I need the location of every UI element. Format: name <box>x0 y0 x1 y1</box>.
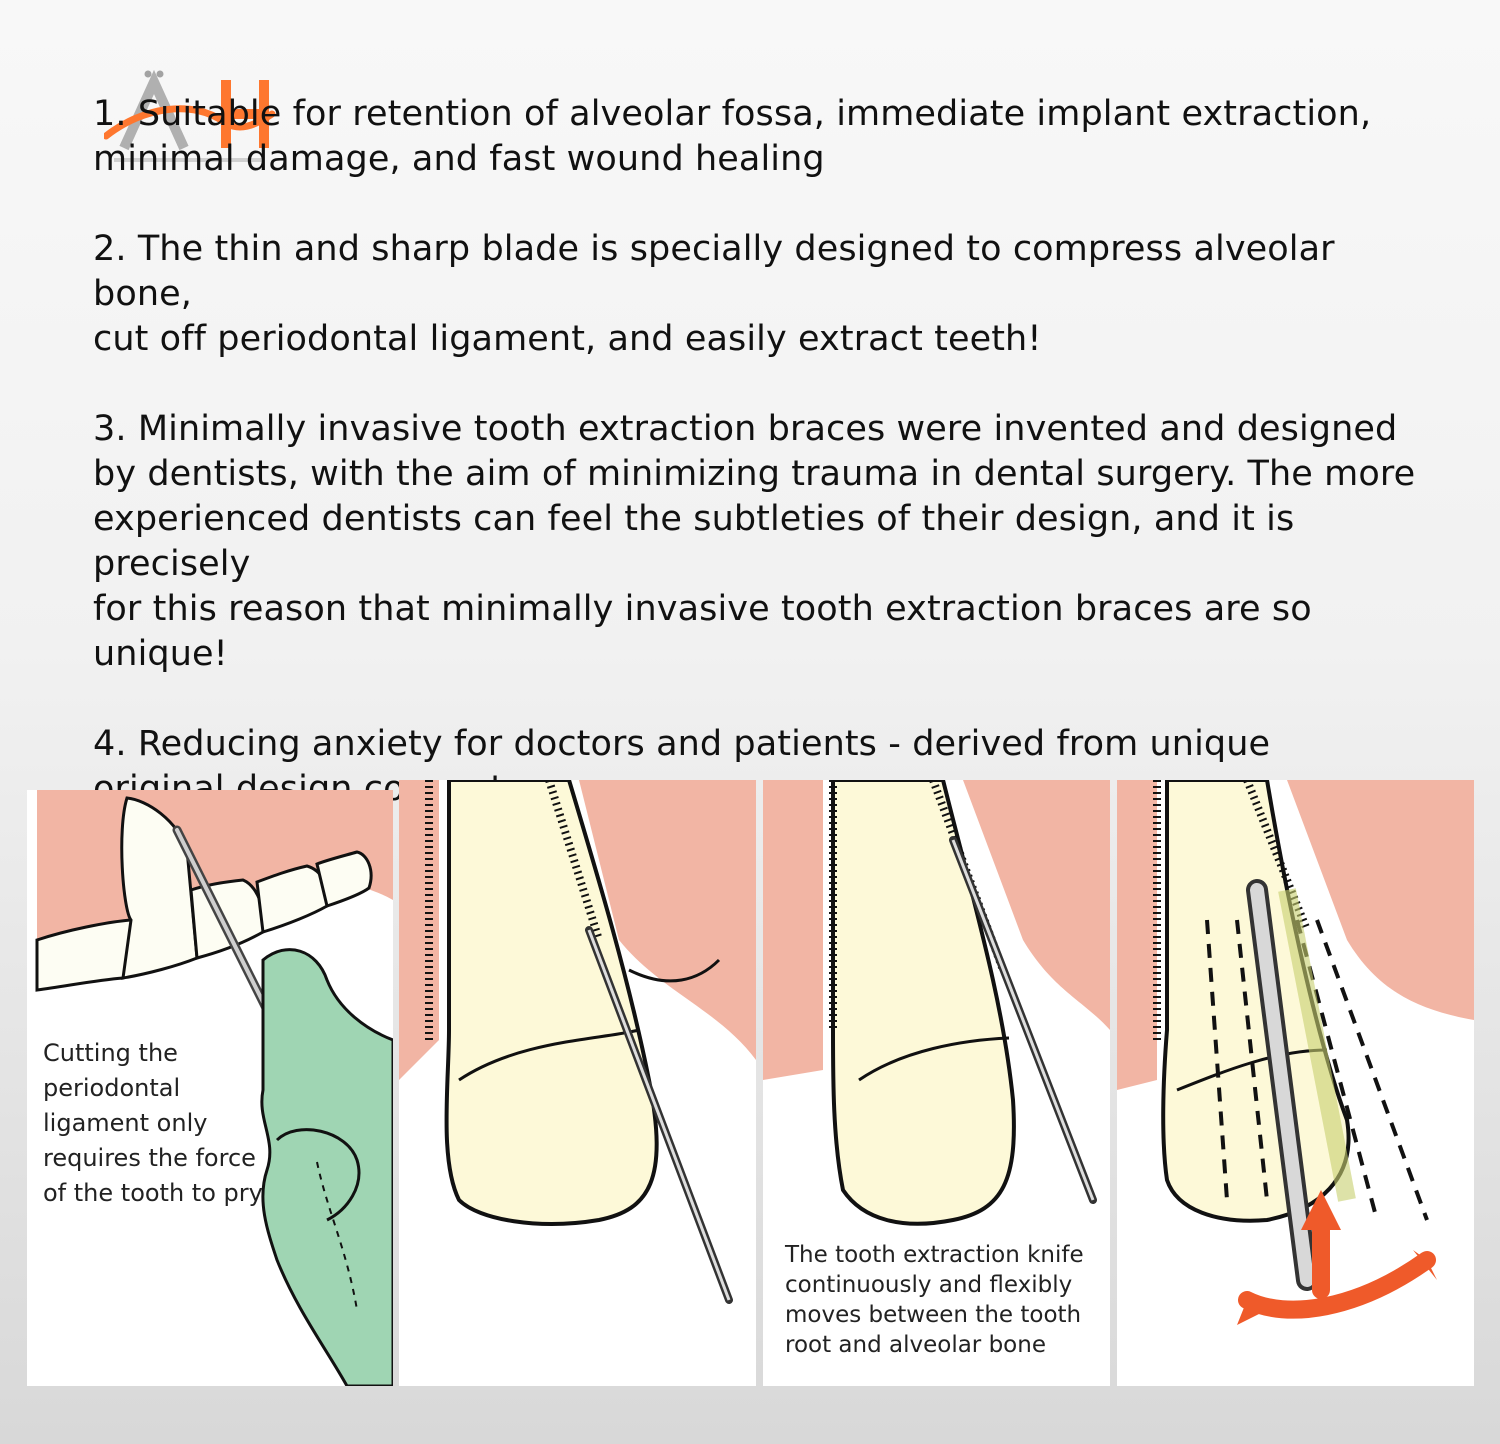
illustration-panel-front-view: Cutting the periodontal ligament only re… <box>27 790 393 1386</box>
gum-left <box>1117 780 1157 1090</box>
tooth-right-1 <box>189 878 266 960</box>
gum-right <box>579 780 756 1060</box>
tooth-right-3 <box>315 850 373 908</box>
panel-caption-1: Cutting the periodontal ligament only re… <box>43 1039 263 1207</box>
glove-finger <box>275 1128 361 1222</box>
motion-line-4 <box>1315 919 1429 1221</box>
gum-right <box>963 780 1110 1030</box>
illustration-panel-extraction <box>1117 780 1474 1386</box>
rotation-arrow <box>1238 1251 1436 1319</box>
gum-left <box>399 780 439 1080</box>
brand-logo <box>104 69 276 162</box>
extraction-illustration <box>1117 780 1474 1386</box>
gloved-hand <box>260 948 393 1386</box>
feature-point-1: 1. Suitable for retention of alveolar fo… <box>93 94 1372 179</box>
tooth-cross-section <box>444 780 659 1226</box>
illustration-panel-blade-entry <box>399 780 756 1386</box>
blade-entry-illustration <box>399 780 756 1386</box>
gum-right <box>1287 780 1474 1020</box>
illustration-panel-blade-movement: The tooth extraction knife continuously … <box>763 780 1110 1386</box>
feature-point-2: 2. The thin and sharp blade is specially… <box>93 229 1335 359</box>
target-tooth <box>120 796 199 980</box>
blade-movement-illustration <box>763 780 1110 1386</box>
feature-point-4: 4. Reducing anxiety for doctors and pati… <box>93 724 1271 809</box>
gum-left <box>763 780 823 1080</box>
panel-caption-3: The tooth extraction knife continuously … <box>785 1242 1084 1358</box>
front-view-illustration <box>35 790 393 1386</box>
ligament-right <box>545 780 603 942</box>
feature-point-3: 3. Minimally invasive tooth extraction b… <box>93 409 1416 674</box>
ligament-space <box>1278 888 1356 1202</box>
feature-list: 1. Suitable for retention of alveolar fo… <box>93 92 1433 857</box>
